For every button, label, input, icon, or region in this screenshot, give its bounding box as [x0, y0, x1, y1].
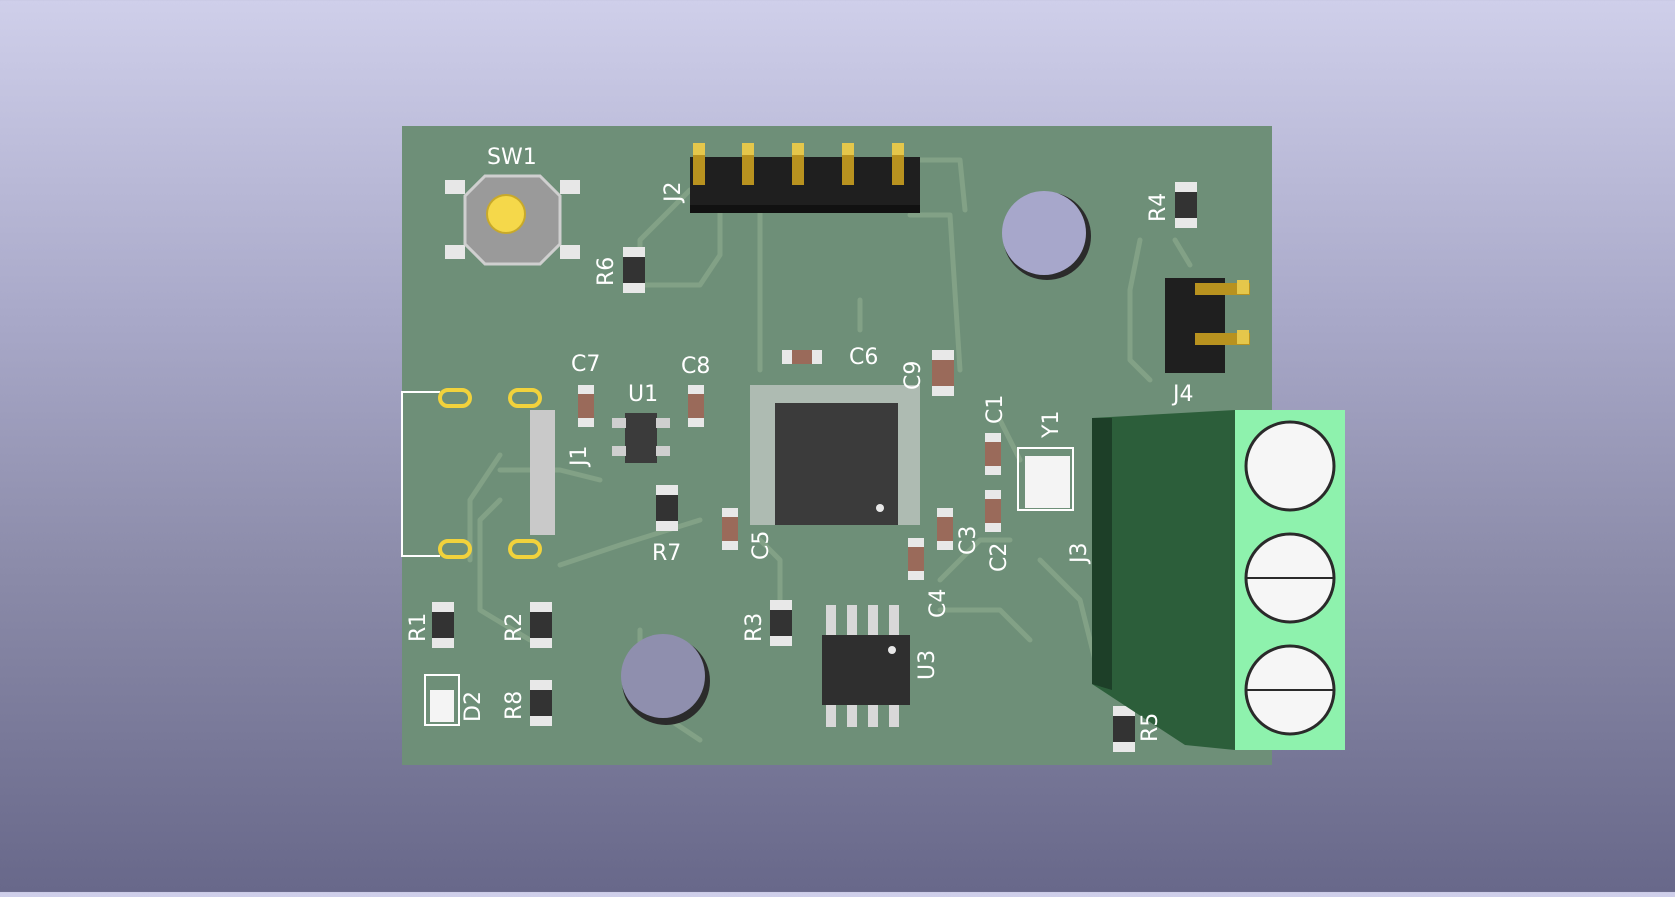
label-r3: R3: [742, 613, 767, 642]
j3-terminal-block: [1092, 410, 1345, 750]
label-c4: C4: [926, 589, 951, 618]
label-u3: U3: [915, 650, 940, 680]
resistors: [432, 182, 1197, 752]
label-y1: Y1: [1039, 411, 1064, 439]
label-c7: C7: [571, 352, 600, 377]
label-c1: C1: [983, 395, 1008, 424]
sw1-pushbutton[interactable]: [445, 174, 580, 266]
u3-chip: [822, 605, 910, 727]
label-c6: C6: [849, 345, 878, 370]
label-c9: C9: [901, 361, 926, 390]
label-j4: J4: [1171, 382, 1194, 407]
mcu-chip: [750, 385, 920, 525]
usb-connector-j1: [401, 388, 555, 559]
label-r6: R6: [594, 257, 619, 286]
label-d2: D2: [461, 691, 486, 722]
label-c3: C3: [956, 526, 981, 555]
capacitors: [578, 350, 1001, 580]
j2-pin-header: [690, 143, 920, 213]
label-j2: J2: [661, 182, 686, 205]
label-c5: C5: [749, 531, 774, 560]
label-u1: U1: [628, 382, 658, 407]
label-c8: C8: [681, 354, 710, 379]
label-r7: R7: [652, 541, 681, 566]
mounting-hole: [621, 634, 705, 718]
label-r2: R2: [502, 613, 527, 642]
terminal-screw-1: [1244, 420, 1336, 512]
label-r1: R1: [406, 613, 431, 642]
label-j3: J3: [1067, 543, 1092, 566]
label-r5: R5: [1138, 713, 1163, 742]
button-cap[interactable]: [486, 194, 526, 234]
label-sw1: SW1: [487, 145, 537, 170]
label-c2: C2: [987, 543, 1012, 572]
d2-led: [424, 674, 460, 726]
label-r8: R8: [502, 691, 527, 720]
u1-regulator: [612, 413, 670, 463]
j4-jumper: [1165, 278, 1250, 373]
mounting-hole: [1002, 191, 1086, 275]
y1-crystal: [1017, 447, 1074, 511]
label-r4: R4: [1146, 193, 1171, 222]
label-j1: J1: [567, 446, 592, 469]
